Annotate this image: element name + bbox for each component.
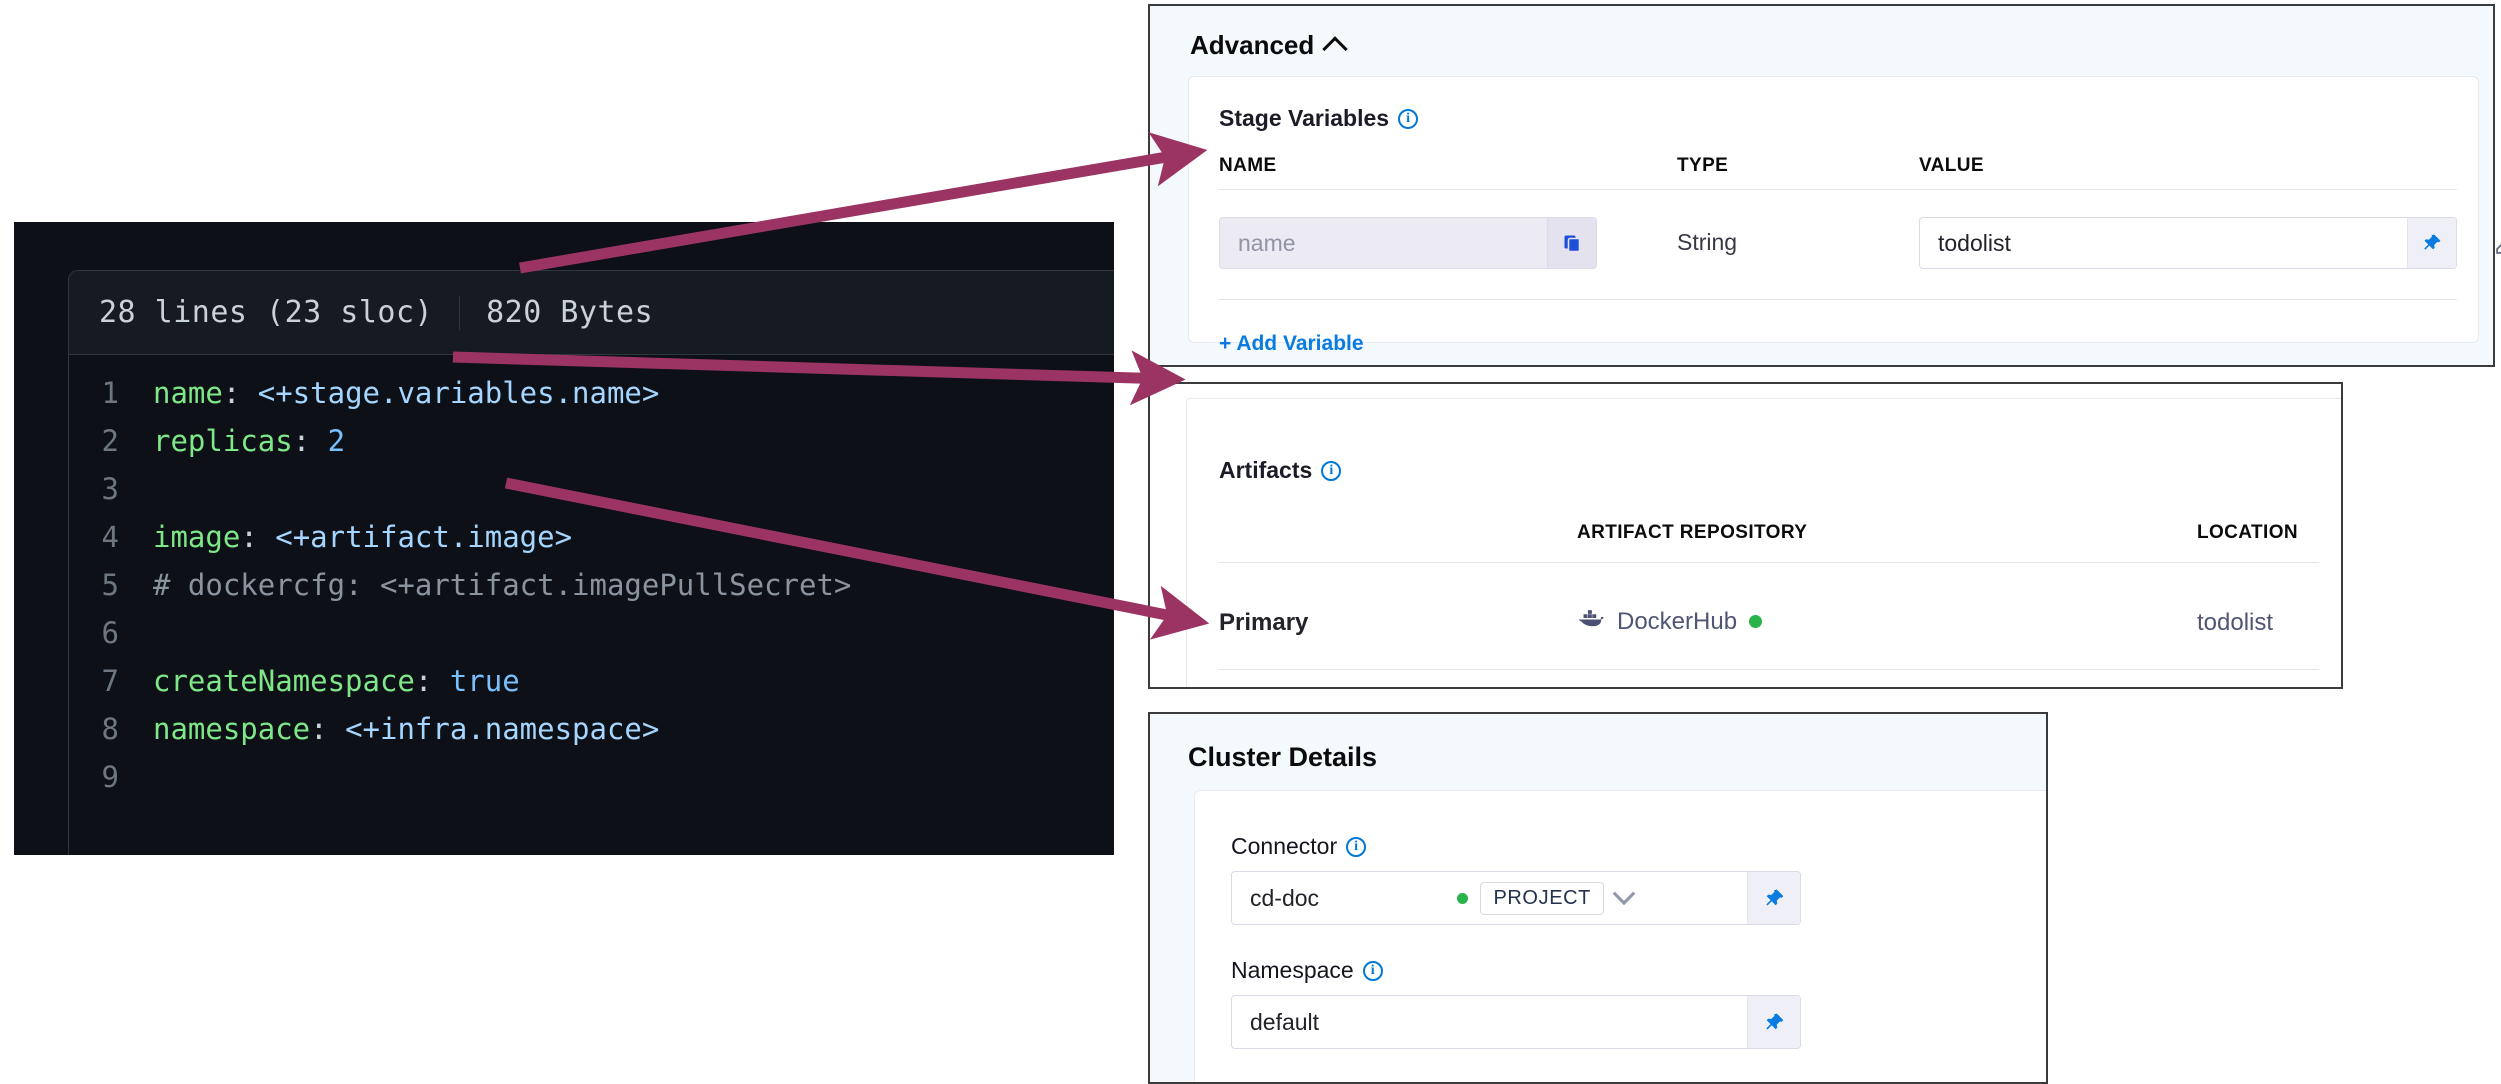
cluster-details-title: Cluster Details bbox=[1188, 742, 1378, 772]
variable-type-value: String bbox=[1677, 229, 1738, 255]
code-token: # dockercfg: <+artifact.imagePullSecret> bbox=[153, 568, 852, 602]
line-number: 6 bbox=[101, 616, 119, 650]
advanced-title: Advanced bbox=[1190, 30, 1315, 60]
table-divider-top bbox=[1219, 189, 2457, 190]
namespace-input[interactable]: default bbox=[1231, 995, 1801, 1049]
code-token: image bbox=[153, 520, 241, 554]
stage-variables-label: Stage Variables i bbox=[1219, 105, 1419, 132]
connector-value: cd-doc bbox=[1250, 884, 1320, 911]
docker-whale-icon bbox=[1577, 607, 1605, 636]
code-token: : bbox=[310, 712, 346, 746]
line-content: createNamespace: true bbox=[153, 664, 520, 698]
code-token: : bbox=[240, 520, 276, 554]
line-number: 7 bbox=[101, 664, 119, 698]
code-line: 4 image: <+artifact.image> bbox=[69, 513, 1114, 561]
code-file-meta-bar: 28 lines (23 sloc) 820 Bytes bbox=[69, 271, 1114, 355]
code-line: 9 bbox=[69, 753, 1114, 801]
code-size-meta: 820 Bytes bbox=[486, 295, 654, 330]
line-number: 1 bbox=[101, 376, 119, 410]
cluster-details-card: Connector i cd-doc PROJECT Namespace i d… bbox=[1194, 790, 2046, 1082]
column-header-artifact-repository: ARTIFACT REPOSITORY bbox=[1577, 522, 1808, 543]
namespace-value: default bbox=[1250, 1008, 1320, 1035]
code-viewer: 28 lines (23 sloc) 820 Bytes 1 name: <+st… bbox=[14, 222, 1114, 855]
code-token: : bbox=[292, 424, 328, 458]
code-token: replicas bbox=[153, 424, 293, 458]
code-line: 1 name: <+stage.variables.name> bbox=[69, 369, 1114, 417]
pin-icon[interactable] bbox=[1747, 996, 1800, 1048]
line-content: namespace: <+infra.namespace> bbox=[153, 712, 659, 746]
namespace-label: Namespace i bbox=[1231, 957, 1383, 984]
artifact-repository-name: DockerHub bbox=[1617, 607, 1738, 635]
chevron-down-icon[interactable] bbox=[1612, 882, 1636, 906]
line-number: 5 bbox=[101, 568, 119, 602]
column-header-value: VALUE bbox=[1919, 155, 1984, 176]
line-content: name: <+stage.variables.name> bbox=[153, 376, 659, 410]
variable-value-text: todolist bbox=[1938, 229, 2011, 256]
code-token: namespace bbox=[153, 712, 311, 746]
code-token: : bbox=[222, 376, 258, 410]
code-token: true bbox=[449, 664, 520, 698]
code-token: : bbox=[414, 664, 450, 698]
line-number: 8 bbox=[101, 712, 119, 746]
table-divider-bottom bbox=[1219, 299, 2457, 300]
advanced-header[interactable]: Advanced bbox=[1150, 6, 2493, 62]
artifacts-card: Artifacts i ARTIFACT REPOSITORY LOCATION… bbox=[1186, 398, 2341, 687]
column-header-name: NAME bbox=[1219, 155, 1277, 176]
status-dot bbox=[1457, 892, 1469, 904]
artifacts-label: Artifacts i bbox=[1219, 457, 1342, 484]
code-token: 2 bbox=[327, 424, 346, 458]
table-divider-top bbox=[1219, 562, 2319, 563]
advanced-section-panel: Advanced Stage Variables i NAME TYPE VAL… bbox=[1148, 4, 2501, 367]
code-token: name bbox=[153, 376, 223, 410]
line-number: 3 bbox=[101, 472, 119, 506]
line-number: 9 bbox=[101, 760, 119, 794]
variable-value-input[interactable]: todolist bbox=[1919, 217, 2457, 269]
code-line: 3 bbox=[69, 465, 1114, 513]
artifact-repository-cell[interactable]: DockerHub bbox=[1577, 607, 1763, 636]
code-token: <+infra.namespace> bbox=[345, 712, 660, 746]
meta-divider bbox=[459, 295, 461, 330]
info-icon[interactable]: i bbox=[1346, 836, 1367, 857]
code-token: <+artifact.image> bbox=[275, 520, 573, 554]
copy-icon[interactable] bbox=[1547, 218, 1596, 268]
code-line: 5 # dockercfg: <+artifact.imagePullSecret… bbox=[69, 561, 1114, 609]
line-content: replicas: 2 bbox=[153, 424, 345, 458]
code-line: 6 bbox=[69, 609, 1114, 657]
connector-label: Connector i bbox=[1231, 833, 1367, 860]
artifacts-panel: Artifacts i ARTIFACT REPOSITORY LOCATION… bbox=[1148, 382, 2343, 689]
scope-badge: PROJECT bbox=[1480, 881, 1604, 915]
code-line: 7 createNamespace: true bbox=[69, 657, 1114, 705]
chevron-up-icon[interactable] bbox=[1322, 35, 1348, 62]
variable-name-input[interactable]: name bbox=[1219, 217, 1597, 269]
code-line: 8 namespace: <+infra.namespace> bbox=[69, 705, 1114, 753]
code-token: <+stage.variables.name> bbox=[257, 376, 660, 410]
info-icon[interactable]: i bbox=[1362, 960, 1383, 981]
stage-variables-card: Stage Variables i NAME TYPE VALUE name S… bbox=[1188, 76, 2501, 355]
table-divider-bottom bbox=[1219, 669, 2319, 670]
code-viewer-inner: 28 lines (23 sloc) 820 Bytes 1 name: <+st… bbox=[68, 270, 1114, 855]
connector-scope-group: PROJECT bbox=[1457, 881, 1636, 915]
connector-input[interactable]: cd-doc PROJECT bbox=[1231, 871, 1801, 925]
code-token: createNamespace bbox=[153, 664, 415, 698]
code-lines-meta: 28 lines (23 sloc) bbox=[99, 295, 434, 330]
variable-name-placeholder: name bbox=[1238, 229, 1296, 256]
info-icon[interactable]: i bbox=[1398, 108, 1419, 129]
artifact-type: Primary bbox=[1219, 609, 1309, 636]
pin-icon[interactable] bbox=[1747, 872, 1800, 924]
add-variable-button[interactable]: + Add Variable bbox=[1219, 332, 1364, 355]
column-header-type: TYPE bbox=[1677, 155, 1729, 176]
line-number: 2 bbox=[101, 424, 119, 458]
line-content: image: <+artifact.image> bbox=[153, 520, 572, 554]
info-icon[interactable]: i bbox=[1321, 460, 1342, 481]
column-header-location: LOCATION bbox=[2197, 522, 2299, 543]
artifact-location: todolist bbox=[2197, 609, 2274, 636]
pencil-icon[interactable] bbox=[2489, 225, 2501, 261]
pin-icon[interactable] bbox=[2407, 218, 2456, 268]
cluster-details-panel: Cluster Details Connector i cd-doc PROJE… bbox=[1148, 712, 2048, 1084]
line-number: 4 bbox=[101, 520, 119, 554]
status-dot bbox=[1749, 615, 1763, 628]
line-content: # dockercfg: <+artifact.imagePullSecret> bbox=[153, 568, 851, 602]
